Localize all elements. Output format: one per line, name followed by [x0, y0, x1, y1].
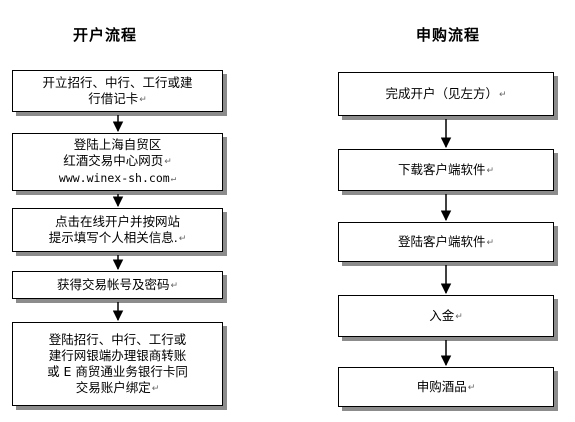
paragraph-mark-icon: ↵: [486, 165, 495, 176]
step-line: 登陆客户端软件: [397, 233, 486, 249]
step-line: 入金: [429, 307, 455, 323]
step-login-client: 登陆客户端软件↵: [338, 222, 554, 262]
step-line: 建行网银端办理银商转账: [48, 347, 187, 363]
step-deposit: 入金↵: [338, 295, 554, 337]
paragraph-mark-icon: ↵: [139, 94, 147, 105]
step-visit-website: 登陆上海自贸区 红酒交易中心网页↵ www.winex-sh.com↵: [12, 133, 223, 191]
paragraph-mark-icon: ↵: [467, 382, 476, 393]
step-line: 获得交易帐号及密码: [56, 276, 170, 292]
website-url: www.winex-sh.com: [58, 171, 170, 185]
step-line: 登陆上海自贸区: [73, 137, 162, 152]
step-download-client: 下载客户端软件↵: [338, 149, 554, 191]
step-line: 点击在线开户并按网站: [54, 213, 180, 229]
step-line: 提示填写个人相关信息.: [48, 229, 178, 245]
paragraph-mark-icon: ↵: [151, 383, 160, 394]
step-line: 行借记卡: [88, 90, 139, 106]
step-purchase-wine: 申购酒品↵: [338, 367, 554, 407]
paragraph-mark-icon: ↵: [164, 157, 172, 167]
step-bank-binding: 登陆招行、中行、工行或 建行网银端办理银商转账 或 E 商贸通业务银行卡同 交易…: [12, 322, 223, 406]
step-line: 交易账户绑定: [75, 379, 151, 395]
paragraph-mark-icon: ↵: [498, 89, 507, 100]
step-line: 或 E 商贸通业务银行卡同: [47, 363, 188, 379]
open-account-title: 开户流程: [73, 26, 138, 44]
paragraph-mark-icon: ↵: [178, 233, 187, 244]
step-open-debit-card: 开立招行、中行、工行或建 行借记卡↵: [12, 70, 223, 112]
step-line: 开立招行、中行、工行或建: [42, 74, 193, 90]
step-line: 红酒交易中心网页: [63, 153, 164, 168]
paragraph-mark-icon: ↵: [486, 237, 495, 248]
paragraph-mark-icon: ↵: [455, 311, 463, 322]
step-line: 申购酒品: [416, 378, 467, 394]
paragraph-mark-icon: ↵: [170, 280, 179, 291]
step-get-account: 获得交易帐号及密码↵: [12, 271, 223, 299]
step-online-registration: 点击在线开户并按网站 提示填写个人相关信息.↵: [12, 208, 223, 252]
step-line: 完成开户（见左方）: [385, 85, 498, 101]
paragraph-mark-icon: ↵: [170, 174, 177, 184]
purchase-title: 申购流程: [416, 26, 481, 44]
step-line: 登陆招行、中行、工行或: [48, 331, 187, 347]
step-line: 下载客户端软件: [397, 161, 486, 177]
step-complete-account: 完成开户（见左方）↵: [338, 72, 554, 116]
